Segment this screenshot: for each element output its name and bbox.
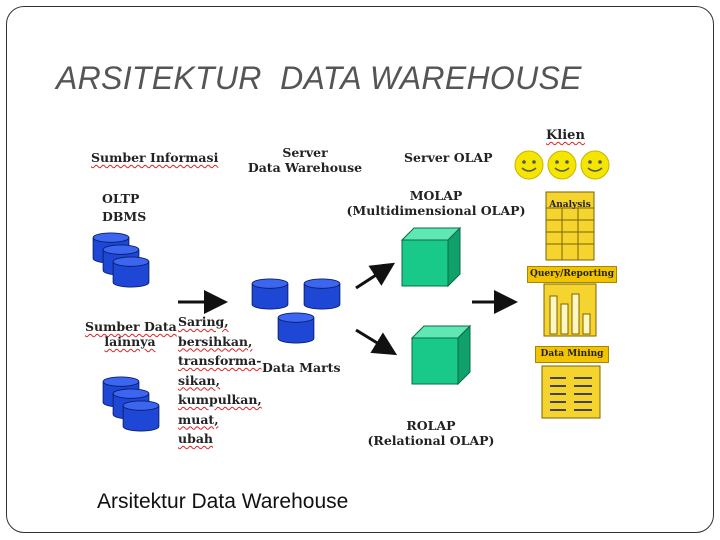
other-source-line-2: lainnya bbox=[104, 334, 156, 349]
data-mining-label: Data Mining bbox=[535, 346, 609, 363]
dbms-label: DBMS bbox=[102, 209, 147, 224]
data-mining-doc-icon bbox=[541, 365, 601, 419]
oltp-label: OLTP bbox=[102, 191, 140, 206]
flow-arrow-to-rolap bbox=[355, 328, 398, 356]
client-header: Klien bbox=[546, 128, 585, 143]
molap-subtitle: (Multidimensional OLAP) bbox=[346, 203, 526, 218]
rolap-cube-icon bbox=[410, 324, 472, 386]
process-step: kumpulkan, bbox=[178, 392, 262, 407]
oltp-database-icon bbox=[92, 232, 150, 288]
server-dw-line-2: Data Warehouse bbox=[247, 160, 363, 175]
query-reporting-chart-icon bbox=[543, 283, 597, 337]
process-step: ubah bbox=[178, 431, 214, 446]
process-step: sikan, bbox=[178, 372, 220, 388]
analysis-label: Analysis bbox=[549, 200, 591, 210]
rolap-label: ROLAP (Relational OLAP) bbox=[356, 418, 506, 448]
analysis-sheet-icon bbox=[545, 191, 595, 261]
data-marts-label: Data Marts bbox=[262, 360, 341, 375]
sources-header: Sumber Informasi bbox=[91, 150, 219, 165]
process-step: transforma- bbox=[178, 353, 262, 368]
diagram-graphics bbox=[92, 150, 610, 432]
other-source-line-1: Sumber Data bbox=[85, 319, 177, 334]
server-dw-header: Server Data Warehouse bbox=[245, 145, 365, 175]
rolap-subtitle: (Relational OLAP) bbox=[367, 433, 495, 448]
architecture-diagram: Sumber Informasi OLTP DBMS Sumber Data l… bbox=[80, 118, 625, 458]
rolap-title: ROLAP bbox=[406, 418, 456, 433]
slide-title: ARSITEKTUR DATA WAREHOUSE bbox=[56, 60, 582, 96]
molap-label: MOLAP (Multidimensional OLAP) bbox=[346, 188, 526, 218]
process-steps: Saring, bersihkan, transforma- sikan, ku… bbox=[178, 312, 262, 449]
olap-header: Server OLAP bbox=[404, 150, 493, 165]
process-step: bersihkan, bbox=[178, 333, 253, 349]
molap-cube-icon bbox=[400, 226, 462, 288]
process-step: Saring, bbox=[178, 314, 229, 329]
other-source-label: Sumber Data lainnya bbox=[85, 319, 177, 349]
process-step: muat, bbox=[178, 411, 219, 427]
other-source-database-icon bbox=[102, 376, 160, 432]
query-reporting-label: Query/Reporting bbox=[527, 266, 617, 283]
molap-title: MOLAP bbox=[409, 188, 463, 203]
server-dw-line-1: Server bbox=[282, 145, 328, 160]
data-marts-icon bbox=[251, 278, 341, 344]
client-users-icon bbox=[514, 150, 610, 180]
flow-arrow-to-molap bbox=[355, 262, 396, 290]
slide-caption: Arsitektur Data Warehouse bbox=[97, 490, 349, 513]
